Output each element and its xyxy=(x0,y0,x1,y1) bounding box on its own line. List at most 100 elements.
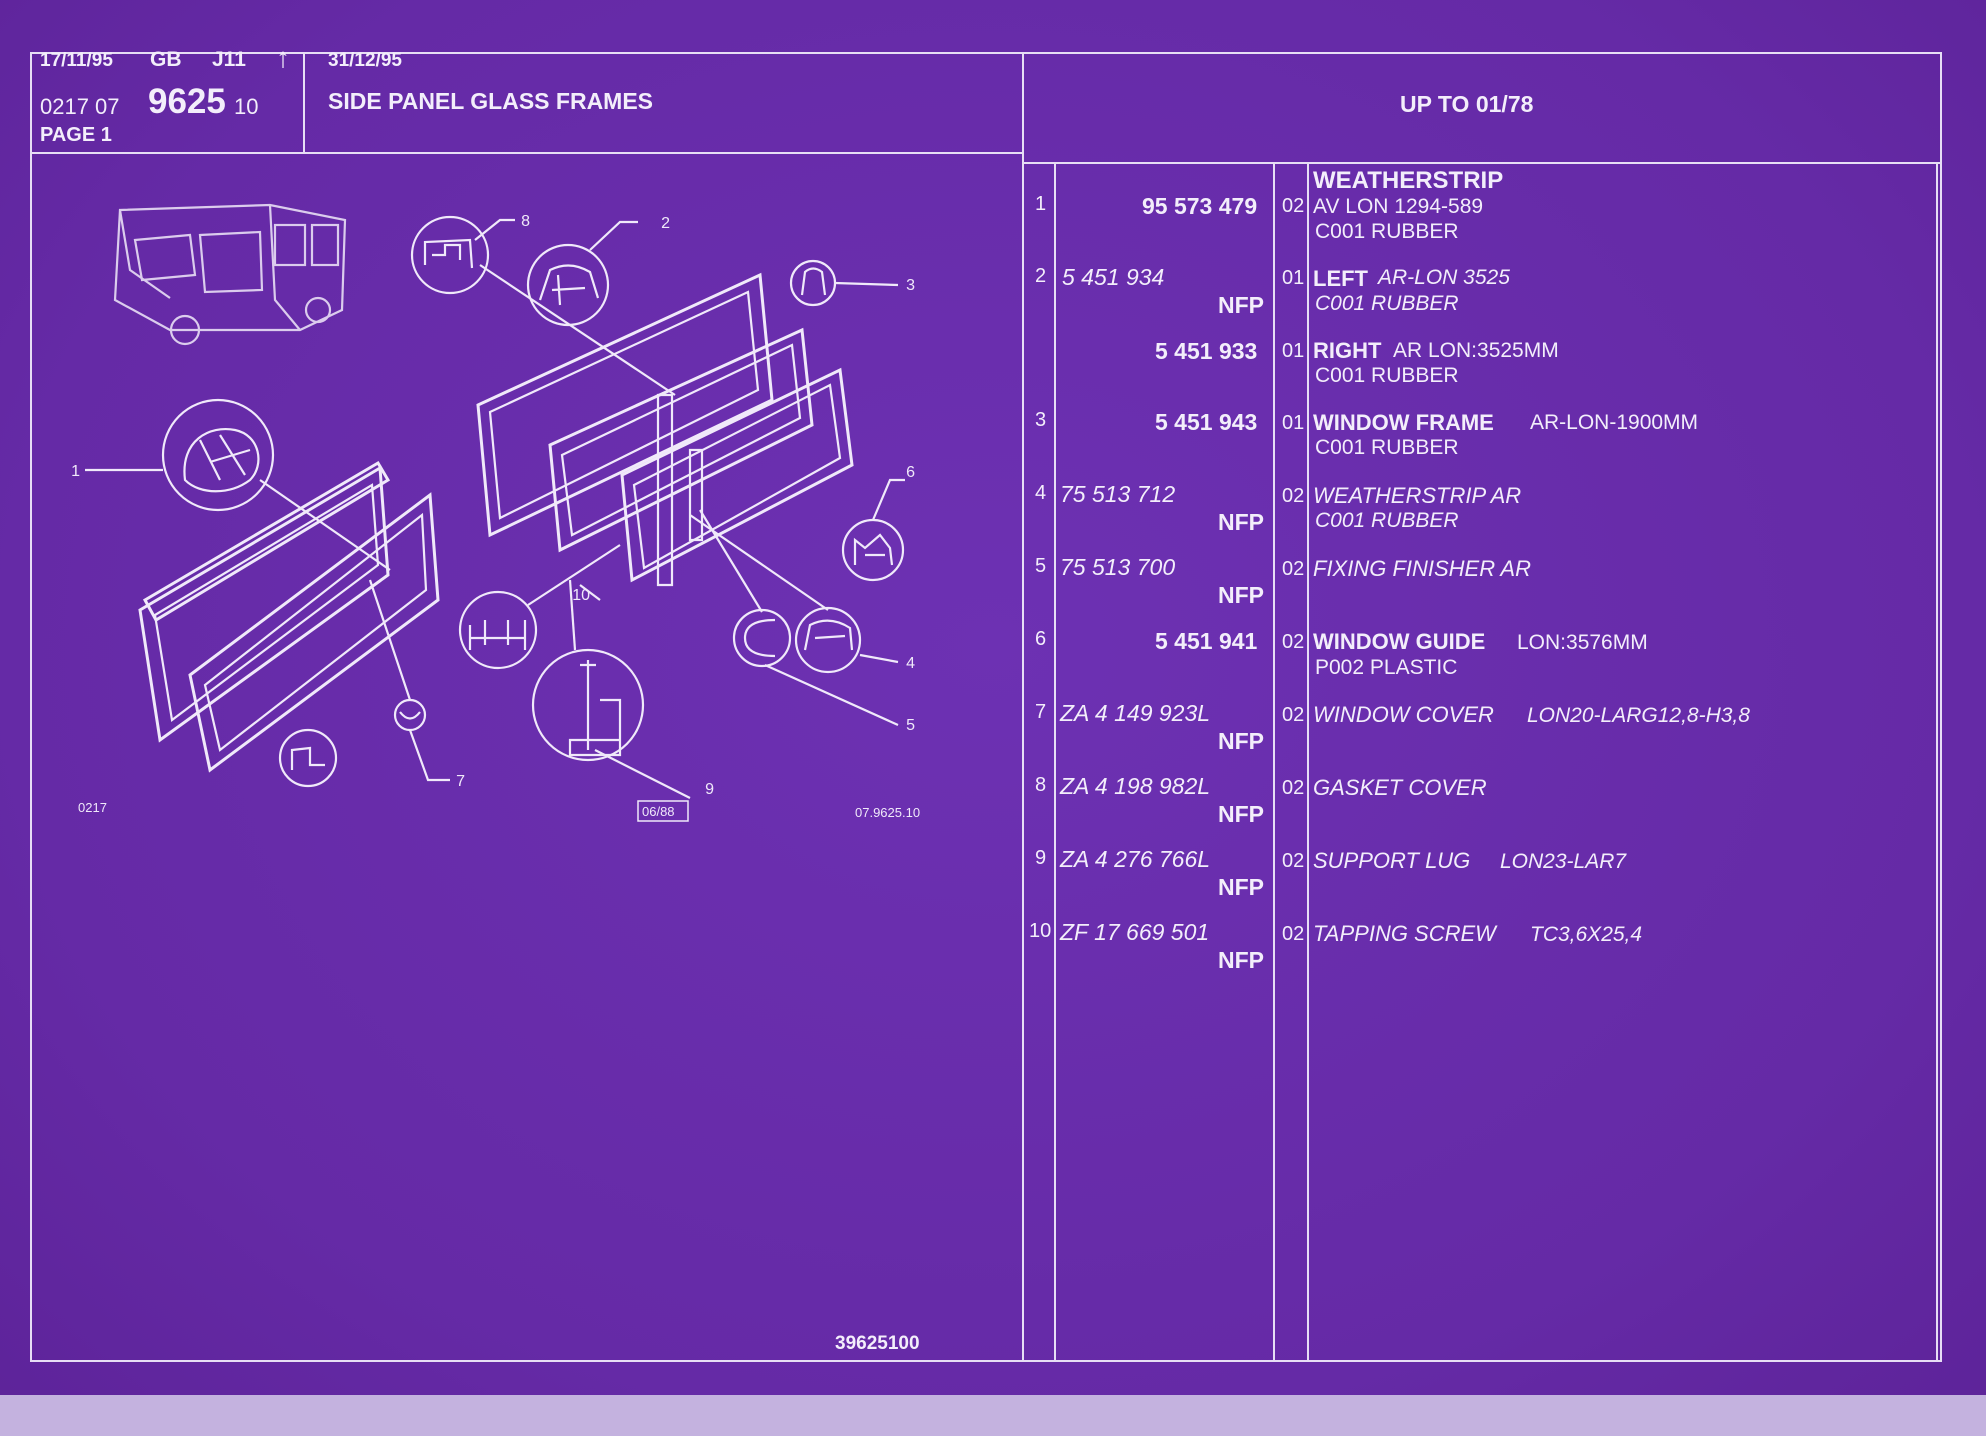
part-name: TAPPING SCREW xyxy=(1313,921,1496,946)
callout-10: 10 xyxy=(572,587,590,604)
part-spec: AR LON:3525MM xyxy=(1393,339,1559,362)
header-divider-right xyxy=(1024,162,1942,164)
exploded-diagram: 1 2 3 4 5 6 7 8 9 10 0217 06/88 07.9625.… xyxy=(71,203,920,822)
part-qty: 02 xyxy=(1282,485,1305,507)
page-number: PAGE 1 xyxy=(40,124,112,146)
part-nfp: NFP xyxy=(1218,874,1264,900)
code-suffix: 10 xyxy=(234,94,259,119)
part-number: 9 xyxy=(1035,847,1047,869)
part-name: GASKET COVER xyxy=(1313,775,1487,800)
part-material: C001 RUBBER xyxy=(1315,364,1459,387)
callout-1: 1 xyxy=(71,463,80,480)
sheet-frame xyxy=(30,52,1942,1362)
part-qty: 02 xyxy=(1282,704,1305,726)
main-vline xyxy=(1022,52,1024,1362)
van-illustration-icon xyxy=(113,203,347,346)
part-number: 8 xyxy=(1035,774,1047,796)
part-qty: 02 xyxy=(1282,777,1305,799)
part-material: C001 RUBBER xyxy=(1315,509,1459,532)
part-nfp: NFP xyxy=(1218,947,1264,973)
diagram-code-left: 0217 xyxy=(78,800,107,815)
part-number: 6 xyxy=(1035,628,1047,650)
part-qty: 01 xyxy=(1282,267,1305,289)
part-spec: AR-LON-1900MM xyxy=(1530,411,1699,434)
diagram-code-mid: 06/88 xyxy=(642,804,675,819)
bottom-edge xyxy=(0,1395,1986,1436)
part-name: WINDOW COVER xyxy=(1313,702,1494,727)
part-ref: 5 451 933 xyxy=(1155,338,1258,364)
part-ref: ZA 4 198 982L xyxy=(1060,773,1211,799)
header-divider xyxy=(30,152,1024,154)
validity-date: 31/12/95 xyxy=(328,50,402,71)
code-main: 9625 xyxy=(148,82,226,121)
part-ref: 5 451 943 xyxy=(1155,409,1258,435)
part-name: LEFT xyxy=(1313,266,1368,291)
callout-3: 3 xyxy=(906,277,915,294)
col-vline-ref xyxy=(1273,162,1275,1362)
part-spec: LON20-LARG12,8-H3,8 xyxy=(1527,704,1750,727)
part-qty: 01 xyxy=(1282,340,1305,362)
part-spec: LON:3576MM xyxy=(1517,631,1648,654)
part-number: 10 xyxy=(1029,920,1052,942)
issue-date: 17/11/95 xyxy=(40,50,113,71)
part-nfp: NFP xyxy=(1218,509,1264,535)
part-number: 5 xyxy=(1035,555,1047,577)
part-material: C001 RUBBER xyxy=(1315,220,1459,243)
part-ref: ZF 17 669 501 xyxy=(1060,919,1210,945)
callout-2: 2 xyxy=(661,215,670,232)
part-nfp: NFP xyxy=(1218,292,1264,318)
up-arrow-icon: ↑ xyxy=(276,42,290,73)
part-material: P002 PLASTIC xyxy=(1315,656,1458,679)
part-ref: 75 513 700 xyxy=(1060,554,1176,580)
part-number: 2 xyxy=(1035,265,1047,287)
header-vline xyxy=(303,52,305,152)
part-qty: 02 xyxy=(1282,195,1305,217)
part-ref: 95 573 479 xyxy=(1142,193,1258,219)
part-qty: 02 xyxy=(1282,558,1305,580)
part-ref: 75 513 712 xyxy=(1060,481,1176,507)
part-name: SUPPORT LUG xyxy=(1313,848,1471,873)
part-number: 7 xyxy=(1035,701,1047,723)
language-code: GB xyxy=(150,48,182,71)
callout-4: 4 xyxy=(906,655,915,672)
part-ref: ZA 4 276 766L xyxy=(1060,846,1211,872)
part-ref: 5 451 941 xyxy=(1155,628,1258,654)
part-qty: 02 xyxy=(1282,850,1305,872)
callout-6: 6 xyxy=(906,464,915,481)
col-vline-num xyxy=(1054,162,1056,1362)
part-spec: AR-LON 3525 xyxy=(1378,266,1510,289)
part-name: FIXING FINISHER AR xyxy=(1313,556,1531,581)
code-prefix: 0217 07 xyxy=(40,94,120,119)
part-spec: AV LON 1294-589 xyxy=(1313,195,1484,218)
part-nfp: NFP xyxy=(1218,801,1264,827)
part-name: WINDOW GUIDE xyxy=(1313,629,1486,654)
part-ref: ZA 4 149 923L xyxy=(1060,700,1211,726)
part-name: RIGHT xyxy=(1313,338,1382,363)
callout-7: 7 xyxy=(456,773,465,790)
callout-8: 8 xyxy=(521,213,530,230)
part-nfp: NFP xyxy=(1218,728,1264,754)
part-material: C001 RUBBER xyxy=(1315,292,1459,315)
part-ref: 5 451 934 xyxy=(1062,264,1165,290)
part-qty: 01 xyxy=(1282,412,1305,434)
part-qty: 02 xyxy=(1282,923,1305,945)
part-nfp: NFP xyxy=(1218,582,1264,608)
part-name: WINDOW FRAME xyxy=(1313,410,1494,435)
part-name: WEATHERSTRIP xyxy=(1313,167,1504,194)
callout-9: 9 xyxy=(705,781,714,798)
part-name: WEATHERSTRIP AR xyxy=(1313,483,1522,508)
col-vline-right xyxy=(1936,162,1938,1362)
model-code: J11 xyxy=(212,48,246,71)
page-title: SIDE PANEL GLASS FRAMES xyxy=(328,88,654,114)
col-vline-qty xyxy=(1307,162,1309,1362)
document-reference: 39625100 xyxy=(835,1333,920,1354)
part-spec: TC3,6X25,4 xyxy=(1530,923,1643,946)
diagram-code-right: 07.9625.10 xyxy=(855,805,920,820)
part-number: 1 xyxy=(1035,193,1047,215)
part-spec: LON23-LAR7 xyxy=(1500,850,1627,873)
part-number: 4 xyxy=(1035,482,1047,504)
part-material: C001 RUBBER xyxy=(1315,436,1459,459)
part-qty: 02 xyxy=(1282,631,1305,653)
callout-5: 5 xyxy=(906,717,915,734)
